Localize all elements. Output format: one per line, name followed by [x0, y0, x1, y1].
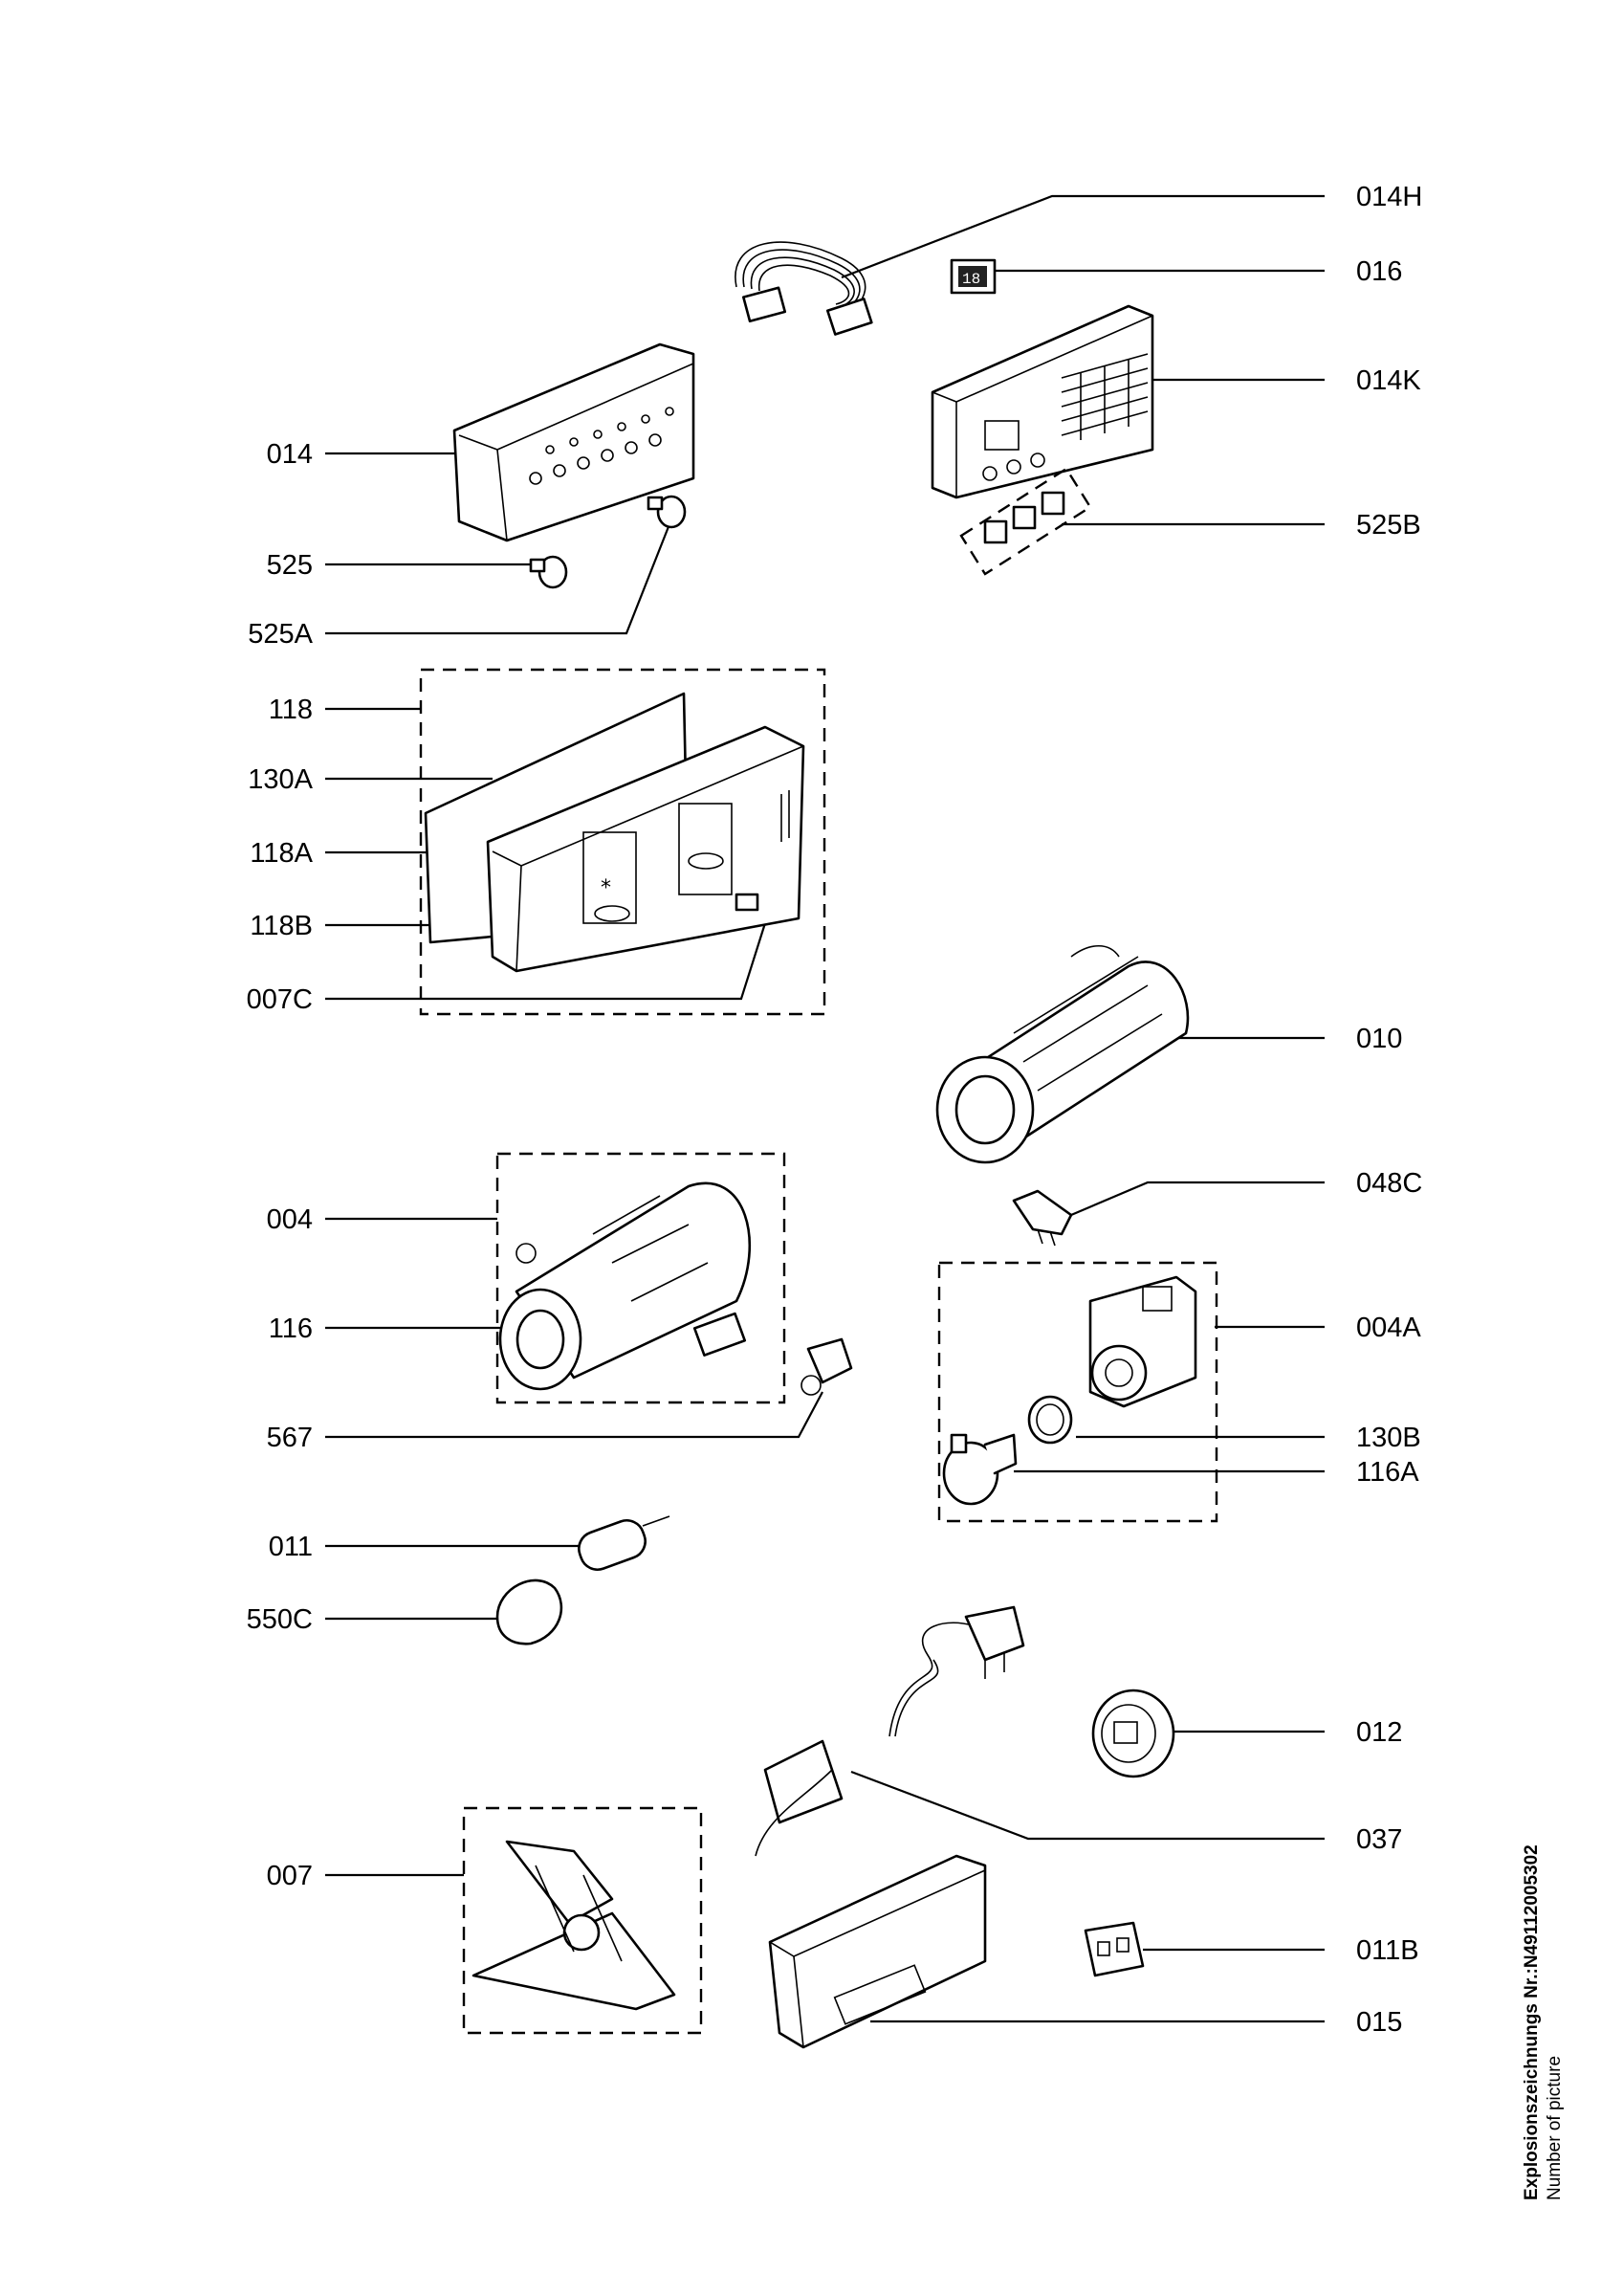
gasket-130b-icon: [1027, 1395, 1073, 1445]
label-525A: 525A: [248, 619, 313, 650]
capacitor-icon: [578, 1515, 670, 1571]
drawing-number: Explosionszeichnungs Nr.:N49112005302: [1522, 1844, 1542, 2200]
cap-550c-icon: [495, 1578, 563, 1645]
detergent-dispenser-icon: *: [424, 692, 805, 973]
spray-arm-support-icon: [472, 1840, 676, 2011]
label-010: 010: [1356, 1024, 1402, 1054]
label-118B: 118B: [250, 911, 313, 941]
circulation-pump-icon: [498, 1181, 752, 1391]
label-004: 004: [267, 1204, 313, 1235]
label-116A: 116A: [1356, 1457, 1419, 1488]
label-011: 011: [269, 1532, 313, 1562]
svg-text:18: 18: [962, 271, 980, 288]
label-004A: 004A: [1356, 1313, 1421, 1343]
label-130B: 130B: [1356, 1423, 1421, 1453]
label-130A: 130A: [248, 764, 313, 795]
knob-525a-icon: [647, 495, 687, 529]
label-007C: 007C: [247, 984, 313, 1015]
button-set-icon: [959, 467, 1092, 576]
label-118: 118: [269, 695, 313, 725]
electronic-module-icon: [452, 342, 695, 542]
label-037: 037: [1356, 1824, 1402, 1855]
label-525B: 525B: [1356, 510, 1421, 541]
power-cable-icon: [755, 1605, 1025, 1857]
timer-knob-icon: [1091, 1689, 1175, 1778]
label-550C: 550C: [247, 1604, 313, 1635]
label-011B: 011B: [1356, 1935, 1419, 1966]
knob-525-icon: [529, 555, 568, 589]
label-012: 012: [1356, 1717, 1402, 1748]
label-116: 116: [269, 1314, 313, 1344]
control-panel-icon: [931, 304, 1154, 499]
label-014: 014: [267, 439, 313, 470]
wire-harness-icon: [735, 241, 873, 336]
label-014K: 014K: [1356, 365, 1421, 396]
part-labels: 014H 016 014K 525B 014 525 525A 118 130A…: [247, 182, 1423, 2038]
pump-part-116a-icon: [942, 1433, 1018, 1506]
label-525: 525: [267, 550, 313, 581]
label-015: 015: [1356, 2007, 1402, 2038]
svg-text:*: *: [601, 876, 611, 900]
drain-pump-icon: [1088, 1275, 1197, 1408]
drawing-number-caption: Number of picture: [1545, 2055, 1565, 2200]
label-118A: 118A: [250, 838, 313, 869]
label-016: 016: [1356, 256, 1402, 287]
label-007: 007: [267, 1861, 313, 1891]
label-048C: 048C: [1356, 1168, 1422, 1199]
clip-007c-icon: [735, 893, 759, 912]
heater-icon: [935, 944, 1190, 1164]
sensor-048c-icon: [1012, 1189, 1073, 1247]
clip-567-icon: [801, 1337, 853, 1396]
group-boxes: [419, 668, 1218, 2035]
relay-icon: [1084, 1921, 1145, 1977]
display-module-icon: 18: [950, 258, 997, 295]
label-567: 567: [267, 1423, 313, 1453]
housing-015-icon: [768, 1854, 987, 2049]
panel-grid: [1061, 353, 1149, 440]
label-014H: 014H: [1356, 182, 1422, 212]
